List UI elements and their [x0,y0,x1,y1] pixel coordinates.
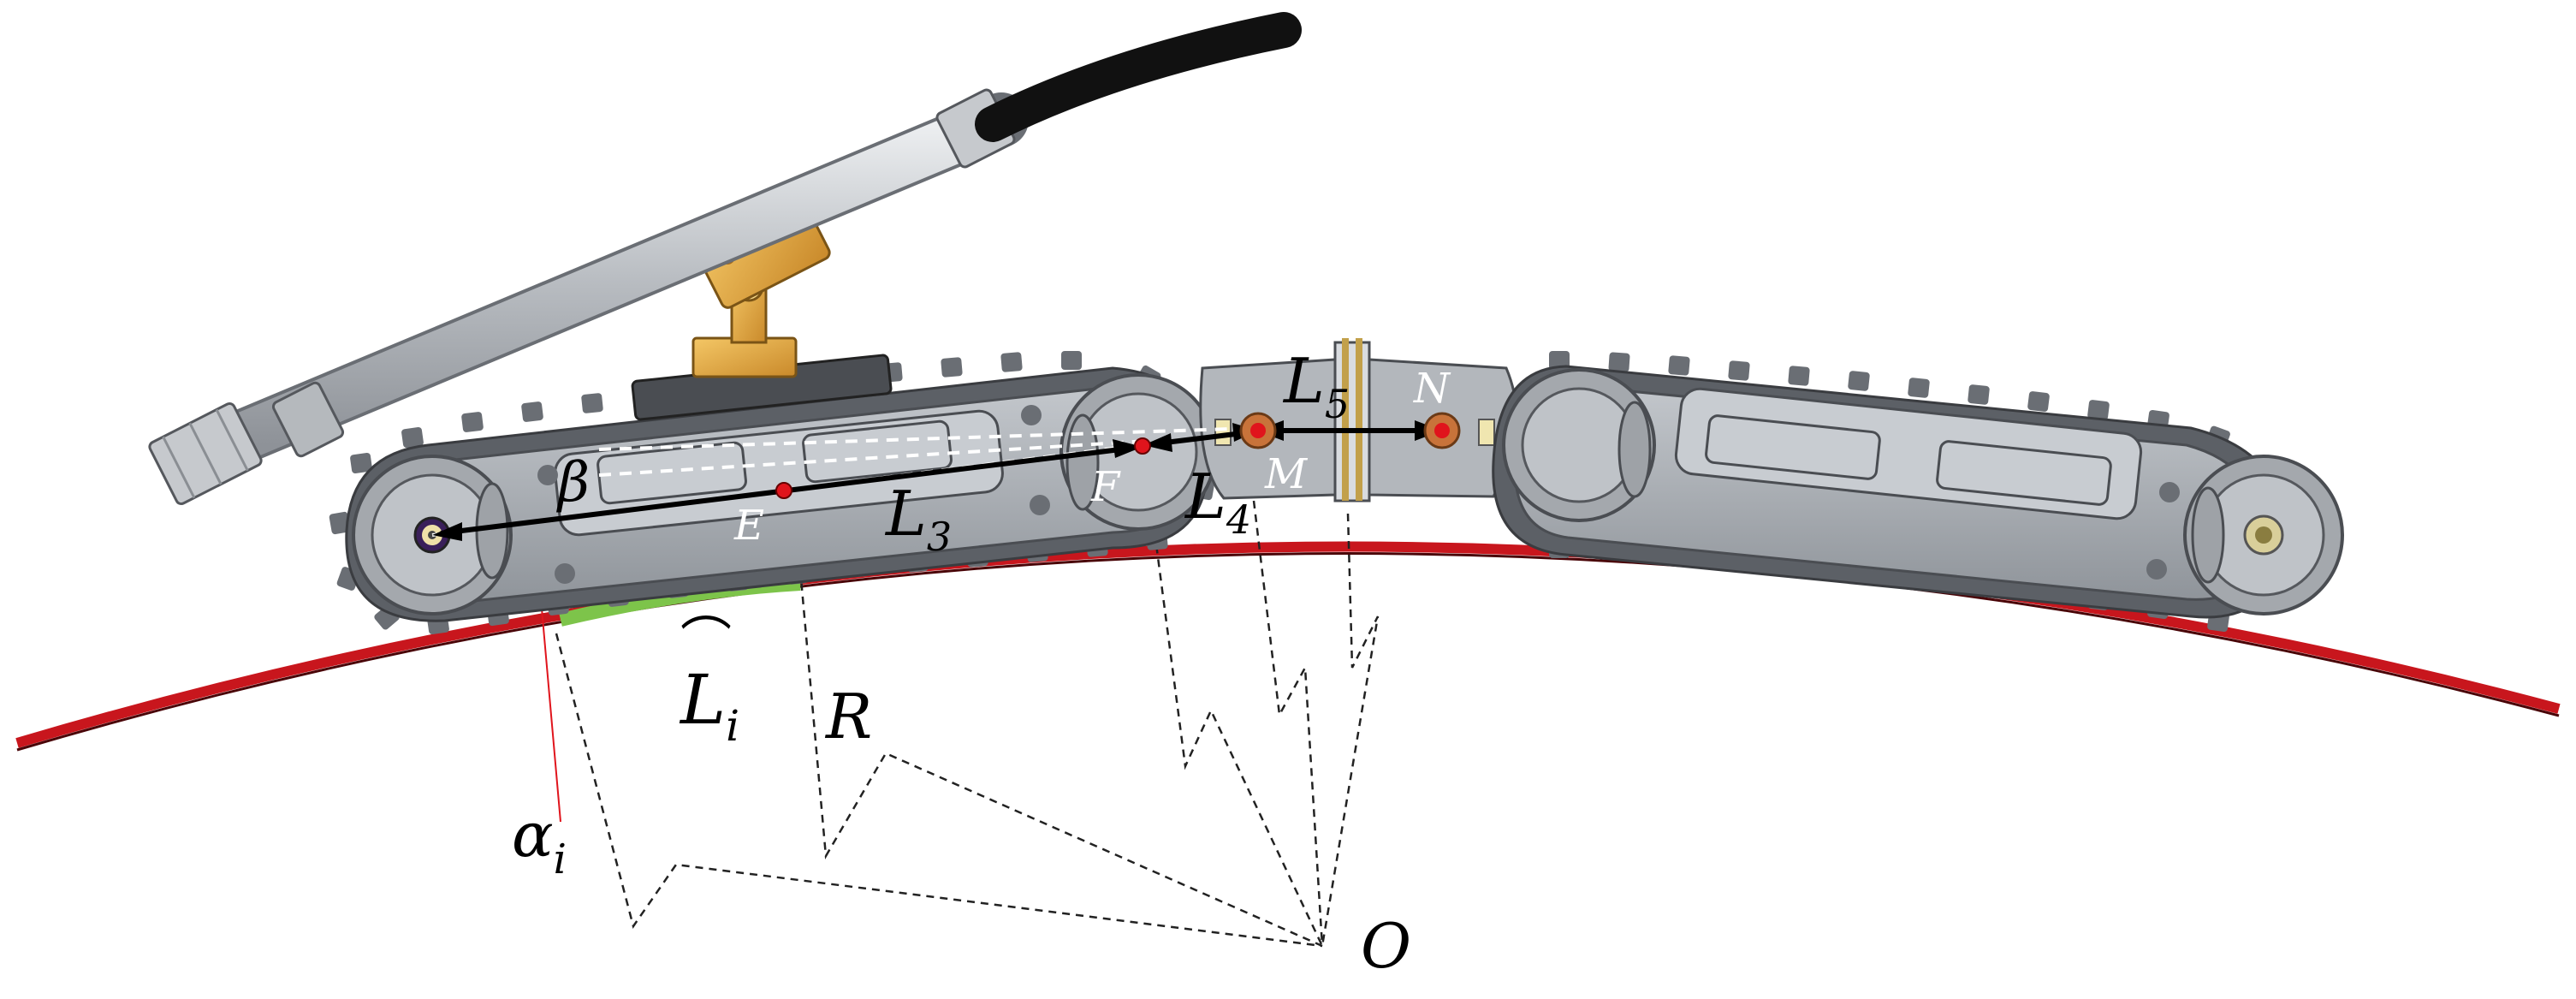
label-F: F [1090,463,1121,511]
arm-end-nut [148,401,263,506]
geometry-overlay [431,412,1461,541]
point-E [775,482,792,499]
label-L5-sub: 5 [1325,381,1350,427]
point-N [1423,412,1461,449]
label-Li-sub: i [726,701,739,751]
radius-lines [555,500,1380,948]
right-hub-icon [2243,514,2284,556]
joint-gap [1333,341,1371,502]
label-alpha-main: α [512,799,554,871]
right-inner-slot [1674,387,2143,520]
labels: β E F M N L3 L4 L5 ⌒ Li R αi O [512,345,1451,982]
label-L5: L5 [1282,345,1350,427]
label-N: N [1413,365,1451,413]
label-L3: L3 [884,478,952,560]
ground-arc-shadow [16,552,2560,752]
label-L4-sub: 4 [1226,497,1251,543]
cable [975,12,1302,142]
label-L3-sub: 3 [927,514,952,560]
label-Li: Li [679,660,739,751]
label-L4: L4 [1184,461,1251,543]
label-Li-main: L [679,660,726,740]
label-L5-main: L [1282,345,1325,417]
label-alpha: αi [512,799,567,883]
ground-arc [15,541,2561,748]
label-beta: β [556,451,590,514]
label-R: R [824,681,872,752]
point-F [1134,437,1151,455]
label-M: M [1264,450,1309,498]
right-track-module [1492,351,2344,633]
label-L3-main: L [884,478,927,550]
label-alpha-sub: i [554,835,567,883]
label-E: E [733,502,764,550]
label-O: O [1361,910,1411,982]
label-L4-main: L [1184,461,1226,532]
label-arc-mark: ⌒ [680,612,732,672]
point-M [1239,412,1277,449]
